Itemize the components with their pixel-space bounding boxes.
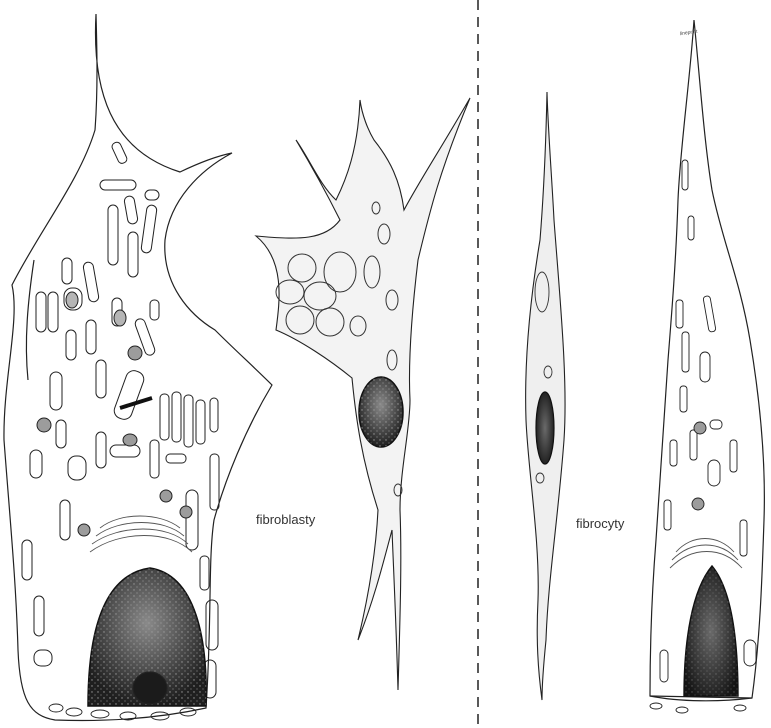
fibrocyte-lm-nucleus xyxy=(536,392,554,464)
label-fibroblasty: fibroblasty xyxy=(256,512,315,527)
fibroblast-em-cell xyxy=(4,14,272,721)
fibrocyte-em-cell xyxy=(650,20,764,713)
label-fibrocyty: fibrocyty xyxy=(576,516,624,531)
